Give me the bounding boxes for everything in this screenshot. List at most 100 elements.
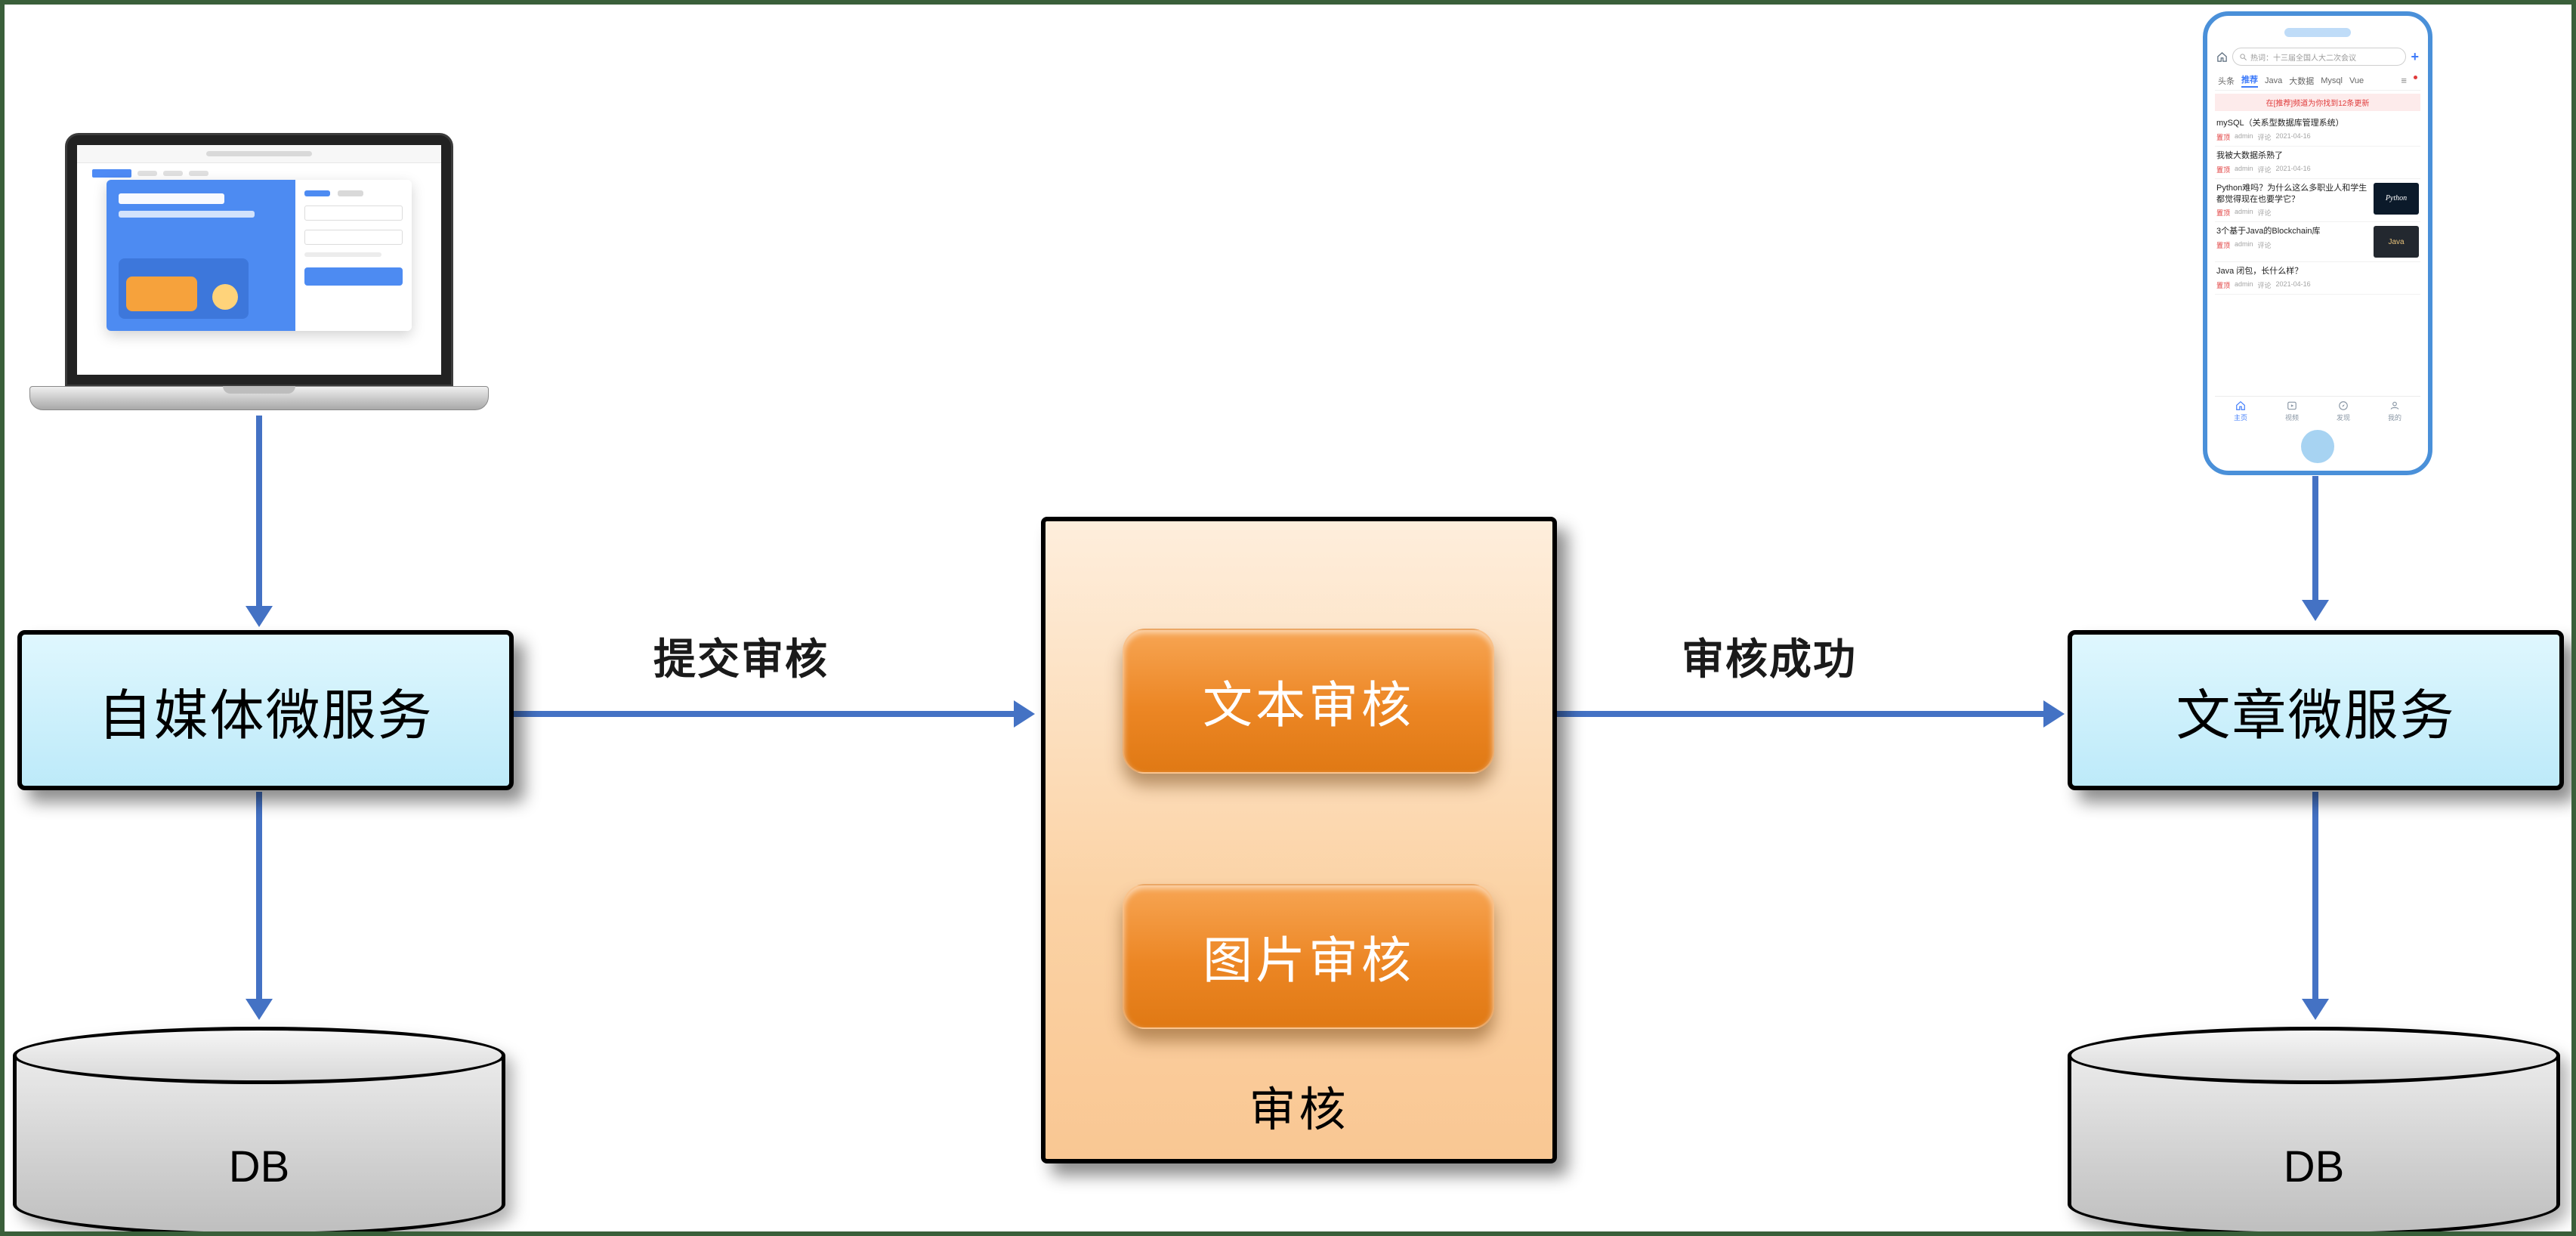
phone-speaker [2284, 28, 2351, 37]
add-channel-button[interactable]: + [2411, 49, 2419, 64]
arrow-article-service-to-db [2312, 792, 2318, 999]
arrow-submit-review [514, 711, 1014, 717]
nav-item-profile[interactable]: 我的 [2369, 400, 2420, 422]
laptop-hero-art-shape [126, 277, 197, 311]
home-icon [2236, 400, 2245, 410]
arrowhead-laptop-to-self-media [246, 606, 273, 627]
laptop-nav-item [163, 171, 183, 176]
nav-item-discover[interactable]: 发现 [2318, 400, 2369, 422]
tab-toutiao[interactable]: 头条 [2218, 76, 2235, 86]
article-title: 我被大数据杀熟了 [2216, 150, 2283, 160]
laptop-hero-subtitle-bar [119, 211, 255, 218]
laptop-hero-title-bar [119, 193, 224, 204]
article-meta: 置顶 admin 评论 [2216, 208, 2369, 218]
tab-recommend[interactable]: 推荐 [2241, 73, 2258, 88]
nav-label: 发现 [2336, 414, 2350, 422]
tab-mysql[interactable]: Mysql [2321, 76, 2343, 85]
laptop-login-button [304, 267, 403, 286]
laptop-login-tabs [304, 190, 403, 196]
node-review-group: 文本审核 图片审核 审核 [1041, 517, 1557, 1163]
arrow-review-success [1557, 711, 2043, 717]
db-cylinder-top [13, 1027, 505, 1084]
arrowhead-review-success [2043, 700, 2065, 728]
laptop-login-tab [338, 190, 364, 196]
pinned-badge: 置顶 [2216, 165, 2231, 174]
article-list-item[interactable]: 我被大数据杀熟了 置顶 admin 评论 2021-04-16 [2215, 147, 2420, 179]
arrow-self-media-to-db [256, 792, 262, 999]
article-author: admin [2235, 240, 2253, 249]
update-notice: 在[推荐]频道为你找到12条更新 [2215, 94, 2420, 111]
person-icon [2390, 401, 2399, 409]
phone-app-screen: 热词：十三届全国人大二次会议 + 头条 推荐 Java 大数据 Mysql Vu… [2215, 45, 2420, 465]
nav-item-video[interactable]: 视频 [2266, 400, 2318, 422]
arrowhead-phone-to-article-service [2302, 600, 2329, 621]
nav-item-home[interactable]: 主页 [2215, 400, 2266, 422]
node-db-left: DB [13, 1027, 505, 1231]
search-input[interactable]: 热词：十三届全国人大二次会议 [2232, 48, 2407, 66]
article-comments: 评论 [2257, 165, 2272, 174]
article-comments: 评论 [2257, 282, 2272, 290]
laptop-url-bar [206, 151, 312, 156]
laptop-login-card [107, 180, 412, 331]
search-icon [2240, 53, 2247, 60]
laptop-browser-bar [77, 145, 441, 163]
article-title: 3个基于Java的Blockchain库 [2216, 227, 2321, 236]
laptop-site-header [77, 163, 441, 184]
review-group-label: 审核 [1249, 1084, 1349, 1136]
laptop-username-field [304, 205, 403, 221]
video-icon [2287, 401, 2296, 410]
compass-icon [2339, 401, 2348, 410]
article-date: 2021-04-16 [2275, 280, 2311, 289]
article-meta: 置顶 admin 评论 [2216, 240, 2369, 250]
article-title: Python难吗？为什么这么多职业人和学生都觉得现在也要学它？ [2216, 183, 2368, 204]
article-list-item[interactable]: Python难吗？为什么这么多职业人和学生都觉得现在也要学它？ 置顶 admin… [2215, 179, 2420, 223]
nav-label: 主页 [2233, 414, 2247, 422]
phone-bottom-nav: 主页 视频 发现 我的 [2215, 396, 2420, 424]
article-title: Java 闭包，长什么样？ [2216, 267, 2303, 277]
db-label: DB [228, 1142, 290, 1191]
nav-label: 视频 [2284, 414, 2299, 422]
tab-vue[interactable]: Vue [2349, 76, 2364, 85]
db-cylinder-body [2068, 1055, 2560, 1231]
laptop-illustration [29, 128, 489, 415]
article-author: admin [2235, 208, 2253, 216]
pinned-badge: 置顶 [2216, 282, 2231, 290]
laptop-login-tab-active [304, 190, 331, 196]
edge-label-success: 审核成功 [1682, 635, 1857, 683]
article-author: admin [2235, 280, 2253, 289]
article-list-item[interactable]: 3个基于Java的Blockchain库 置顶 admin 评论 Java [2215, 222, 2420, 263]
article-author: admin [2235, 131, 2253, 140]
db-label: DB [2283, 1142, 2345, 1191]
phone-home-button[interactable] [2301, 430, 2334, 463]
search-placeholder: 热词：十三届全国人大二次会议 [2250, 54, 2356, 63]
nav-label: 我的 [2387, 414, 2401, 422]
laptop-screen-bezel [65, 133, 453, 387]
arrowhead-article-service-to-db [2302, 999, 2329, 1020]
laptop-webpage [77, 145, 441, 375]
laptop-password-field [304, 230, 403, 245]
tab-bigdata[interactable]: 大数据 [2289, 76, 2315, 86]
db-cylinder-top [2068, 1027, 2560, 1084]
laptop-base-notch [223, 386, 295, 394]
db-cylinder-body [13, 1055, 505, 1231]
phone-channel-tabs: 头条 推荐 Java 大数据 Mysql Vue ≡ [2215, 69, 2420, 91]
home-icon[interactable] [2216, 51, 2228, 63]
node-db-right: DB [2068, 1027, 2560, 1231]
node-text-review: 文本审核 [1123, 629, 1494, 774]
article-list-item[interactable]: Java 闭包，长什么样？ 置顶 admin 评论 2021-04-16 [2215, 262, 2420, 295]
laptop-login-form [295, 180, 412, 331]
article-list-item[interactable]: mySQL（关系型数据库管理系统） 置顶 admin 评论 2021-04-16 [2215, 114, 2420, 147]
article-title: mySQL（关系型数据库管理系统） [2216, 119, 2344, 128]
phone-app-header: 热词：十三届全国人大二次会议 + [2215, 45, 2420, 69]
arrow-laptop-to-self-media [256, 416, 262, 606]
article-thumbnail-python: Python [2374, 182, 2419, 215]
laptop-agree-text-bar [304, 252, 381, 257]
article-thumbnail-java: Java [2374, 226, 2419, 258]
laptop-hero-panel [107, 180, 296, 331]
article-comments: 评论 [2257, 133, 2272, 141]
tab-java[interactable]: Java [2265, 76, 2283, 85]
article-comments: 评论 [2257, 209, 2272, 218]
laptop-nav-item [137, 171, 157, 176]
channel-menu-icon[interactable]: ≡ [2401, 75, 2407, 86]
